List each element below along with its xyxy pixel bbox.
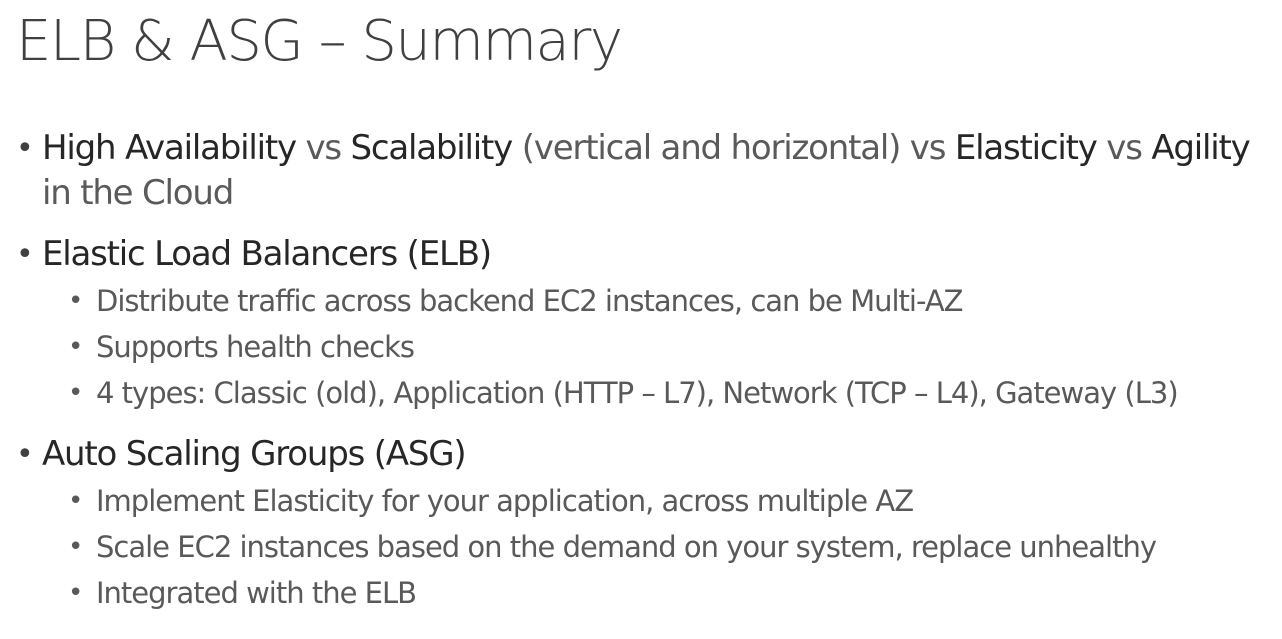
bullet-dot: •	[16, 131, 34, 166]
sub-bullet-dot: •	[68, 486, 83, 516]
slide-title: ELB & ASG – Summary	[16, 9, 623, 74]
sub-bullet-text: Scale EC2 instances based on the demand …	[96, 530, 1157, 564]
bullet-ha-scalability: • High Availability vs Scalability (vert…	[14, 126, 1282, 216]
term-agility: Agility	[1151, 128, 1250, 168]
sub-bullet-dot: •	[68, 532, 83, 562]
bullet-dot: •	[16, 237, 34, 272]
sub-bullet-text: 4 types: Classic (old), Application (HTT…	[96, 376, 1179, 410]
sub-bullet-list-asg: • Implement Elasticity for your applicati…	[42, 478, 1282, 616]
bullet-list: • High Availability vs Scalability (vert…	[14, 126, 1282, 632]
connector-text: vs	[295, 128, 351, 168]
sub-bullet-text: Implement Elasticity for your applicatio…	[96, 484, 914, 518]
connector-text: in the Cloud	[42, 173, 234, 213]
sub-bullet-text: Distribute traffic across backend EC2 in…	[96, 284, 964, 318]
term-scalability: Scalability	[350, 128, 514, 168]
bullet-dot: •	[16, 437, 34, 472]
sub-bullet-dot: •	[68, 286, 83, 316]
sub-bullet: • Implement Elasticity for your applicati…	[42, 478, 1282, 524]
sub-bullet: • Distribute traffic across backend EC2 i…	[42, 278, 1282, 324]
sub-bullet: • Scale EC2 instances based on the demand…	[42, 524, 1282, 570]
bullet-text: High Availability vs Scalability (vertic…	[42, 128, 1251, 213]
bullet-elb-heading: Elastic Load Balancers (ELB)	[42, 234, 492, 274]
sub-bullet-list-elb: • Distribute traffic across backend EC2 i…	[42, 278, 1282, 416]
sub-bullet: • 4 types: Classic (old), Application (HT…	[42, 370, 1282, 416]
sub-bullet-dot: •	[68, 378, 83, 408]
sub-bullet-dot: •	[68, 578, 83, 608]
sub-bullet: • Integrated with the ELB	[42, 570, 1282, 616]
sub-bullet: • Supports health checks	[42, 324, 1282, 370]
term-high-availability: High Availability	[42, 128, 297, 168]
term-elasticity: Elasticity	[954, 128, 1098, 168]
sub-bullet-dot: •	[68, 332, 83, 362]
bullet-elb: • Elastic Load Balancers (ELB) • Distribu…	[14, 232, 1282, 416]
sub-bullet-text: Supports health checks	[96, 330, 415, 364]
sub-bullet-text: Integrated with the ELB	[96, 576, 417, 610]
connector-text: (vertical and horizontal) vs	[512, 128, 955, 168]
connector-text: vs	[1096, 128, 1152, 168]
bullet-asg-heading: Auto Scaling Groups (ASG)	[42, 434, 467, 474]
bullet-asg: • Auto Scaling Groups (ASG) • Implement E…	[14, 432, 1282, 616]
